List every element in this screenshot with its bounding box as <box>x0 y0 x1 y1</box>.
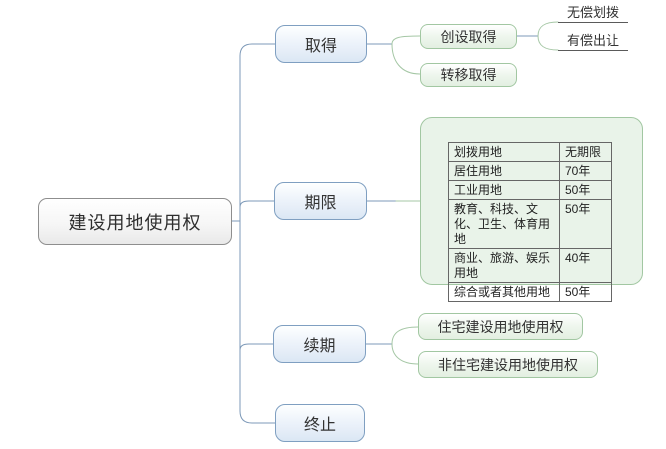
node-transfer-acquire[interactable]: 转移取得 <box>420 63 517 87</box>
term-cell: 50年 <box>559 199 612 249</box>
renewal-fork-upper <box>391 326 419 345</box>
land-use-cell: 教育、科技、文化、卫生、体育用地 <box>448 199 560 249</box>
table-row: 划拨用地 无期限 <box>448 142 612 162</box>
acquire-fork-lower <box>391 43 421 75</box>
term-cell: 50年 <box>559 282 612 302</box>
duration-branch-connector <box>239 200 275 208</box>
root-node[interactable]: 建设用地使用权 <box>38 198 232 245</box>
trunk-connector <box>239 43 277 424</box>
term-cell: 无期限 <box>559 142 612 162</box>
create-fork-upper <box>537 21 559 37</box>
node-duration-table-panel[interactable]: 划拨用地 无期限 居住用地 70年 工业用地 50年 教育、科技、文化、卫生、体… <box>420 117 643 302</box>
node-acquire[interactable]: 取得 <box>275 25 367 63</box>
term-cell: 40年 <box>559 248 612 283</box>
table-row: 工业用地 50年 <box>448 180 612 200</box>
table-row: 综合或者其他用地 50年 <box>448 282 612 302</box>
land-use-cell: 工业用地 <box>448 180 560 200</box>
land-use-cell: 居住用地 <box>448 161 560 181</box>
node-residential-right[interactable]: 住宅建设用地使用权 <box>418 313 583 340</box>
node-termination[interactable]: 终止 <box>275 404 365 442</box>
table-row: 居住用地 70年 <box>448 161 612 181</box>
duration-table: 划拨用地 无期限 居住用地 70年 工业用地 50年 教育、科技、文化、卫生、体… <box>448 142 612 302</box>
node-non-residential-right[interactable]: 非住宅建设用地使用权 <box>418 351 598 378</box>
create-fork-lower <box>537 35 559 51</box>
table-row: 教育、科技、文化、卫生、体育用地 50年 <box>448 199 612 249</box>
renewal-branch-connector <box>239 343 274 351</box>
acquire-fork-upper <box>391 35 421 45</box>
node-free-allocation[interactable]: 无偿划拨 <box>558 5 628 23</box>
node-duration[interactable]: 期限 <box>274 182 367 220</box>
node-renewal[interactable]: 续期 <box>273 325 366 363</box>
node-paid-grant[interactable]: 有偿出让 <box>558 33 628 51</box>
term-cell: 70年 <box>559 161 612 181</box>
land-use-cell: 商业、旅游、娱乐用地 <box>448 248 560 283</box>
land-use-cell: 划拨用地 <box>448 142 560 162</box>
renewal-fork-lower <box>391 343 419 365</box>
land-use-cell: 综合或者其他用地 <box>448 282 560 302</box>
node-create-acquire[interactable]: 创设取得 <box>420 24 517 49</box>
table-row: 商业、旅游、娱乐用地 40年 <box>448 248 612 283</box>
term-cell: 50年 <box>559 180 612 200</box>
